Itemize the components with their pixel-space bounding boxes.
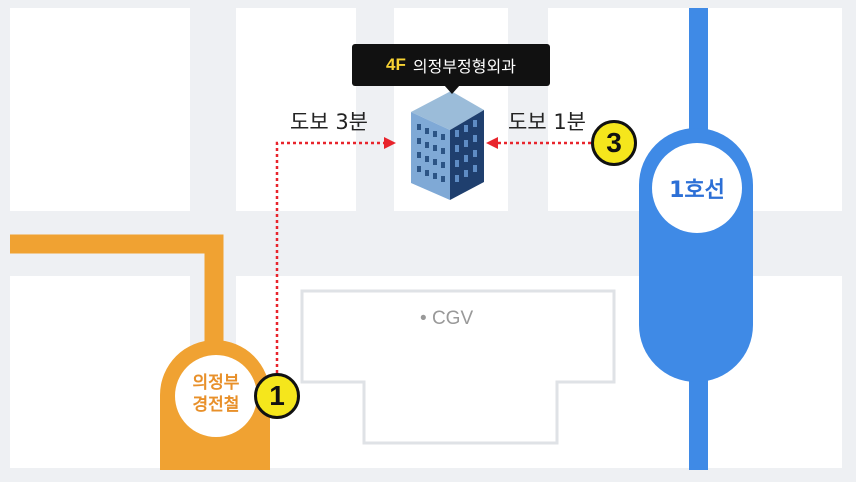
walk-paths: [275, 141, 591, 373]
exit-number-badge-left: 1: [254, 373, 300, 419]
building-icon: [411, 91, 484, 200]
walk-time-right: 도보 1분: [508, 110, 586, 134]
arrow-head-right: [486, 137, 498, 149]
building-label: 4F 의정부정형외과: [352, 44, 550, 94]
exit-number-badge-right: 3: [591, 120, 637, 166]
landmark-label: CGV: [431, 308, 474, 329]
building-name: 의정부정형외과: [412, 57, 516, 76]
building-floor: 4F: [386, 55, 406, 74]
landmark-dot-icon: •: [420, 308, 427, 329]
line1-station-circle: [652, 143, 742, 233]
gyeongjeon-station-label-line2: 경전철: [192, 395, 240, 415]
gyeongjeon-station-label-line1: 의정부: [192, 373, 240, 393]
city-block: [236, 8, 356, 211]
walk-path-left: [275, 141, 384, 373]
gyeongjeon-line: [10, 234, 224, 362]
gyeongjeon-station-label: 의정부 경전철: [178, 372, 254, 416]
line1-station-label: 1호선: [669, 178, 725, 203]
landmark-cgv: • CGV: [420, 308, 473, 330]
gyeongjeon-station-circle: [175, 355, 257, 437]
arrow-head-left: [384, 137, 396, 149]
walk-time-left: 도보 3분: [290, 110, 368, 134]
cgv-building-outline: [300, 289, 616, 445]
city-block: [10, 8, 190, 211]
